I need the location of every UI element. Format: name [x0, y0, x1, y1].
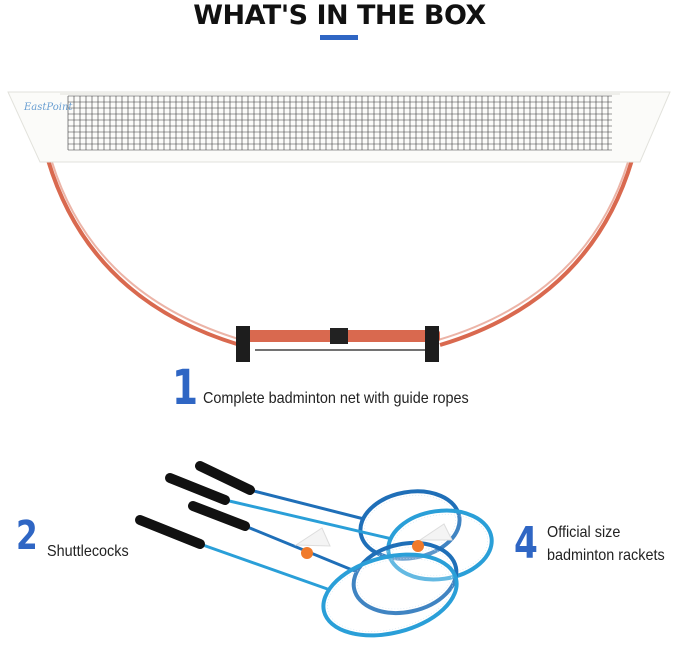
base-foot-left [236, 326, 250, 362]
shuttlecock [294, 527, 331, 559]
badminton-net: EastPoint [7, 91, 671, 362]
brand-logo: EastPoint [23, 102, 73, 113]
item-2-count: 2 [16, 513, 38, 559]
item-3-caption-line2: badminton rackets [547, 547, 665, 564]
racket [165, 473, 494, 582]
shuttlecock [412, 523, 453, 552]
item-3-count: 4 [514, 518, 538, 569]
net-mesh [67, 95, 612, 151]
item-2-caption: Shuttlecocks [47, 543, 129, 560]
net-panel [7, 91, 671, 163]
base-foot-right [425, 326, 439, 362]
racket [135, 515, 459, 638]
badminton-rackets [135, 461, 494, 638]
title-underline [320, 35, 358, 40]
net-frame-arc [46, 159, 241, 347]
page-title: WHAT'S IN THE BOX [193, 0, 486, 31]
item-1-count: 1 [172, 360, 199, 416]
item-1-caption: Complete badminton net with guide ropes [203, 390, 469, 407]
item-3-caption-line1: Official size [547, 524, 621, 541]
racket [195, 461, 462, 561]
